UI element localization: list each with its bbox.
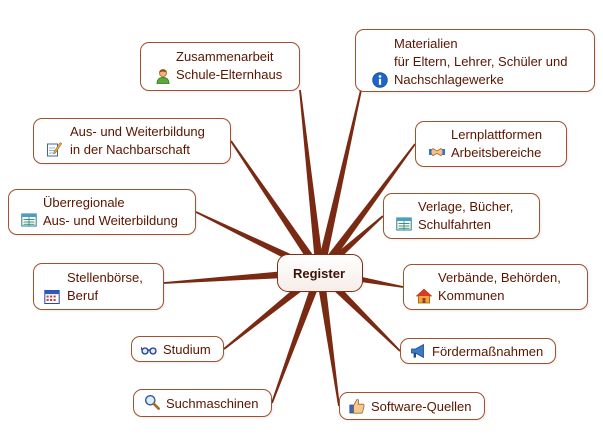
house-icon xyxy=(416,288,432,304)
handshake-icon xyxy=(429,147,445,157)
branch-zusammenarbeit xyxy=(299,89,325,273)
node-stellenboerse-line2: Beruf xyxy=(67,288,99,303)
node-ausbildung-nachbarschaft[interactable]: Aus- und Weiterbildung in der Nachbarsch… xyxy=(33,118,231,164)
calendar-icon xyxy=(44,290,60,304)
branch-ausbildung-nachbarschaft xyxy=(230,140,324,275)
node-materialien[interactable]: Materialien für Eltern, Lehrer, Schüler … xyxy=(355,29,595,92)
person-icon xyxy=(156,69,170,84)
node-verlage[interactable]: Verlage, Bücher, Schulfahrten xyxy=(383,193,540,239)
node-zusammenarbeit[interactable]: Zusammenarbeit Schule-Elternhaus xyxy=(140,42,300,91)
node-stellenboerse[interactable]: Stellenbörse, Beruf xyxy=(33,263,164,310)
node-lernplattformen[interactable]: Lernplattformen Arbeitsbereiche xyxy=(415,121,567,167)
megaphone-icon xyxy=(411,343,424,359)
node-ueberregional-line1: Überregionale xyxy=(43,195,125,210)
node-materialien-line2: für Eltern, Lehrer, Schüler und xyxy=(394,54,568,69)
magnifier-icon xyxy=(145,395,160,410)
node-verbaende-line2: Kommunen xyxy=(438,288,505,303)
edit-note-icon xyxy=(47,142,62,157)
branch-materialien xyxy=(315,89,362,273)
node-software-line1: Software-Quellen xyxy=(371,399,472,414)
glasses-icon xyxy=(141,346,157,355)
node-materialien-line1: Materialien xyxy=(394,36,458,51)
branch-suchmaschinen xyxy=(271,270,324,404)
node-ausbildung-nachbarschaft-line1: Aus- und Weiterbildung xyxy=(70,124,205,139)
node-lernplattformen-line1: Lernplattformen xyxy=(451,127,543,142)
node-verlage-line2: Schulfahrten xyxy=(418,217,491,232)
table-icon xyxy=(21,213,37,227)
node-lernplattformen-line2: Arbeitsbereiche xyxy=(451,145,542,160)
node-suchmaschinen[interactable]: Suchmaschinen xyxy=(133,389,272,417)
node-ueberregional-line2: Aus- und Weiterbildung xyxy=(43,213,178,228)
node-verbaende[interactable]: Verbände, Behörden, Kommunen xyxy=(403,264,588,310)
node-studium[interactable]: Studium xyxy=(131,336,224,362)
info-icon xyxy=(372,72,388,88)
node-foerdermassnahmen-line1: Fördermaßnahmen xyxy=(432,344,544,359)
center-node-register[interactable]: Register xyxy=(277,254,363,292)
thumbs-up-icon xyxy=(349,398,365,414)
node-foerdermassnahmen[interactable]: Fördermaßnahmen xyxy=(400,338,556,364)
center-node-label: Register xyxy=(293,266,346,281)
node-ausbildung-nachbarschaft-line2: in der Nachbarschaft xyxy=(70,142,190,157)
node-verlage-line1: Verlage, Bücher, xyxy=(418,199,514,214)
table-icon xyxy=(396,217,412,231)
branch-software xyxy=(315,271,340,407)
node-materialien-line3: Nachschlagewerke xyxy=(394,72,504,87)
node-zusammenarbeit-line1: Zusammenarbeit xyxy=(176,49,274,64)
node-stellenboerse-line1: Stellenbörse, xyxy=(67,270,143,285)
node-software[interactable]: Software-Quellen xyxy=(339,392,485,420)
node-verbaende-line1: Verbände, Behörden, xyxy=(438,270,561,285)
node-studium-line1: Studium xyxy=(163,342,211,357)
branch-lernplattformen xyxy=(316,143,416,275)
node-ueberregional[interactable]: Überregionale Aus- und Weiterbildung xyxy=(8,189,196,235)
node-suchmaschinen-line1: Suchmaschinen xyxy=(166,396,259,411)
node-zusammenarbeit-line2: Schule-Elternhaus xyxy=(176,67,283,82)
